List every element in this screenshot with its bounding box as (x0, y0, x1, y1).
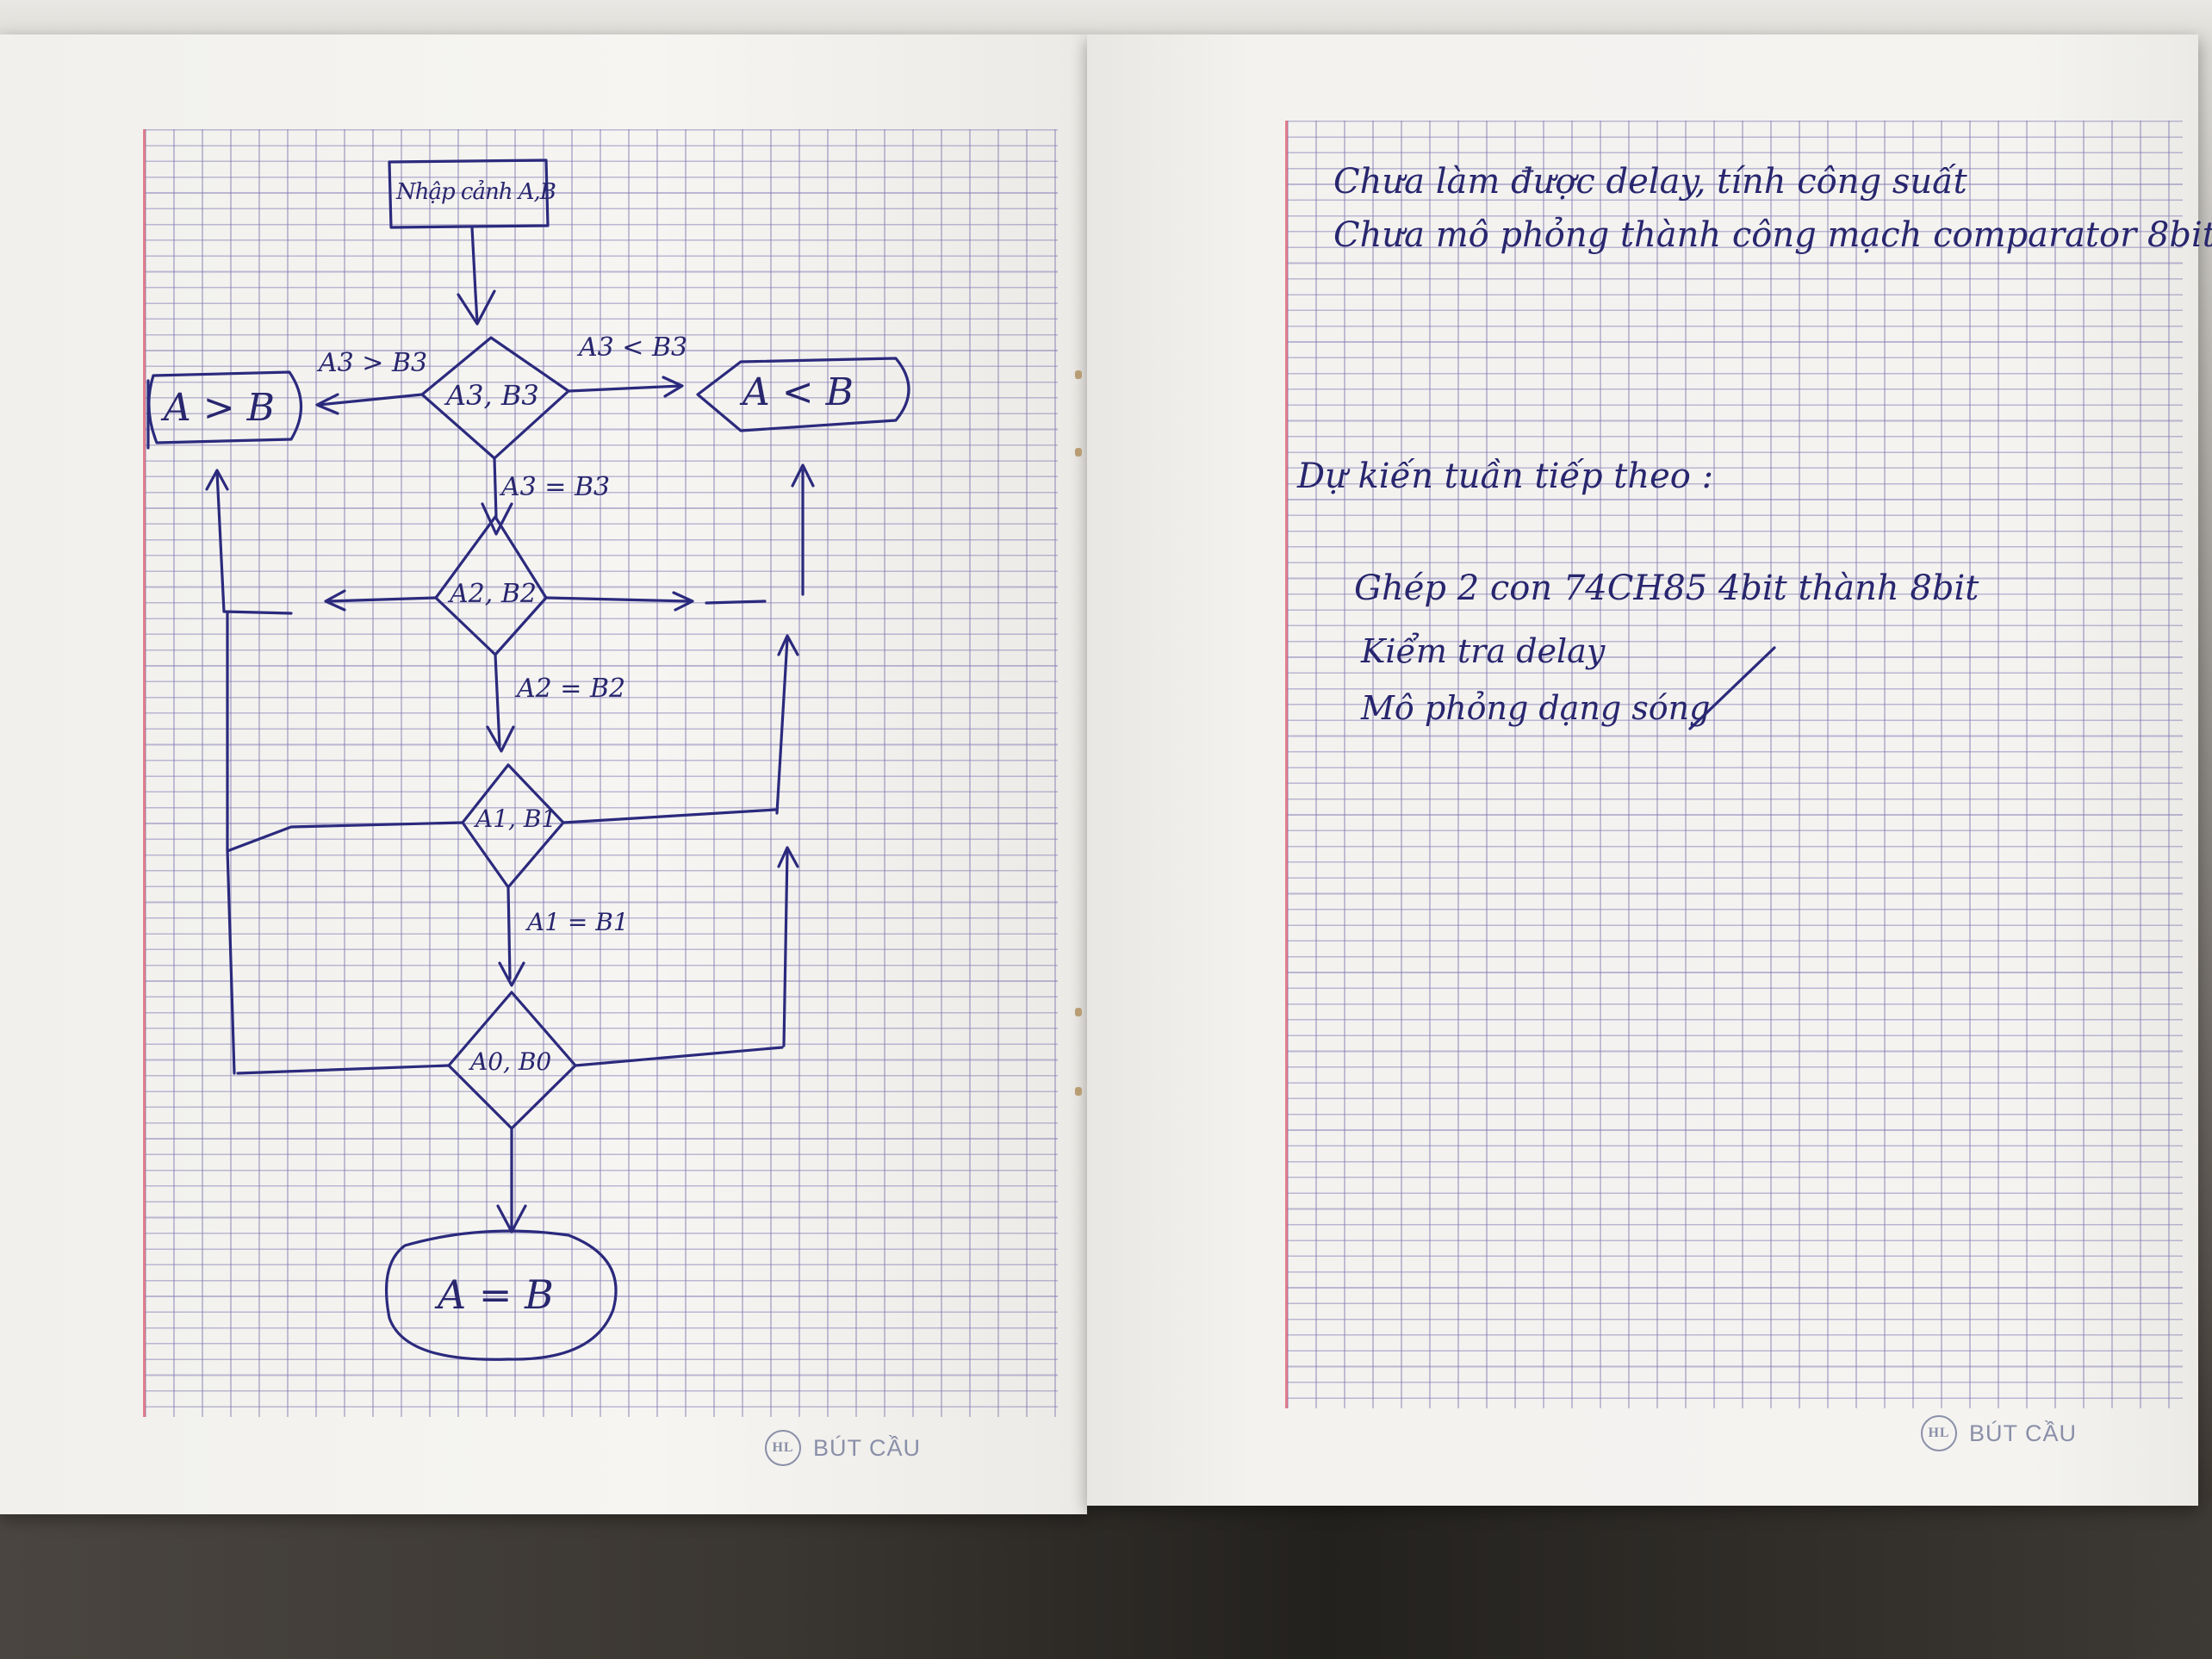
edge-label-gt3: A3 > B3 (319, 348, 428, 378)
note-item-2: Kiểm tra delay (1361, 632, 1606, 670)
result-greater-label: A > B (164, 386, 275, 430)
left-margin-line (143, 129, 146, 1417)
left-brand: HL BÚT CẦU (765, 1430, 921, 1466)
table-edge (0, 1499, 2212, 1659)
result-less-box (696, 357, 910, 432)
staple (1075, 448, 1082, 457)
arrow-eq1 (506, 885, 512, 980)
arrow-eq3 (493, 457, 498, 519)
right-page: HL BÚT CẦU (1087, 34, 2198, 1506)
right-page-grid (1287, 121, 2183, 1408)
result-less-label: A < B (743, 370, 854, 414)
arrow-lt3 (567, 384, 682, 393)
decision-1-label: A1, B1 (475, 805, 557, 833)
left-page: HL BÚT CẦU (0, 34, 1087, 1514)
note-item-1: Ghép 2 con 74CH85 4bit thành 8bit (1354, 569, 1979, 608)
open-notebook: HL BÚT CẦU HL BÚT CẦU (0, 34, 2212, 1516)
edge-label-eq1: A1 = B1 (527, 908, 629, 936)
edge-label-eq2: A2 = B2 (517, 674, 626, 704)
brand-logo-icon: HL (1921, 1415, 1957, 1451)
start-label: Nhập cảnh A,B (396, 179, 556, 205)
arrow-start (470, 226, 479, 324)
staple (1075, 1008, 1082, 1016)
right-margin-line (1285, 121, 1288, 1408)
decision-2-label: A2, B2 (450, 579, 537, 609)
arrow-gt3 (317, 393, 424, 407)
arrowhead (457, 289, 496, 326)
decision-0-label: A0, B0 (470, 1047, 552, 1076)
brand-logo-icon: HL (765, 1430, 801, 1466)
start-box (388, 158, 550, 229)
result-equal-box (384, 1229, 618, 1361)
brand-name: BÚT CẦU (1969, 1420, 2078, 1446)
check-mark (1688, 646, 1776, 730)
arrow-eq2 (494, 653, 501, 748)
note-item-3: Mô phỏng dạng sóng (1361, 689, 1711, 727)
result-equal-label: A = B (438, 1271, 554, 1318)
right-brand: HL BÚT CẦU (1921, 1415, 2077, 1451)
staple (1075, 370, 1082, 379)
edge-label-eq3: A3 = B3 (501, 472, 611, 502)
notes-heading: Dự kiến tuần tiếp theo : (1297, 457, 1714, 496)
brand-name: BÚT CẦU (813, 1434, 922, 1461)
decision-3-label: A3, B3 (446, 379, 539, 412)
edge-label-lt3: A3 < B3 (579, 332, 688, 363)
note-line-1: Chưa làm được delay, tính công suất (1333, 162, 1967, 202)
note-line-2: Chưa mô phỏng thành công mạch comparator… (1333, 215, 2212, 255)
left-page-grid (145, 129, 1058, 1417)
staple (1075, 1087, 1082, 1096)
